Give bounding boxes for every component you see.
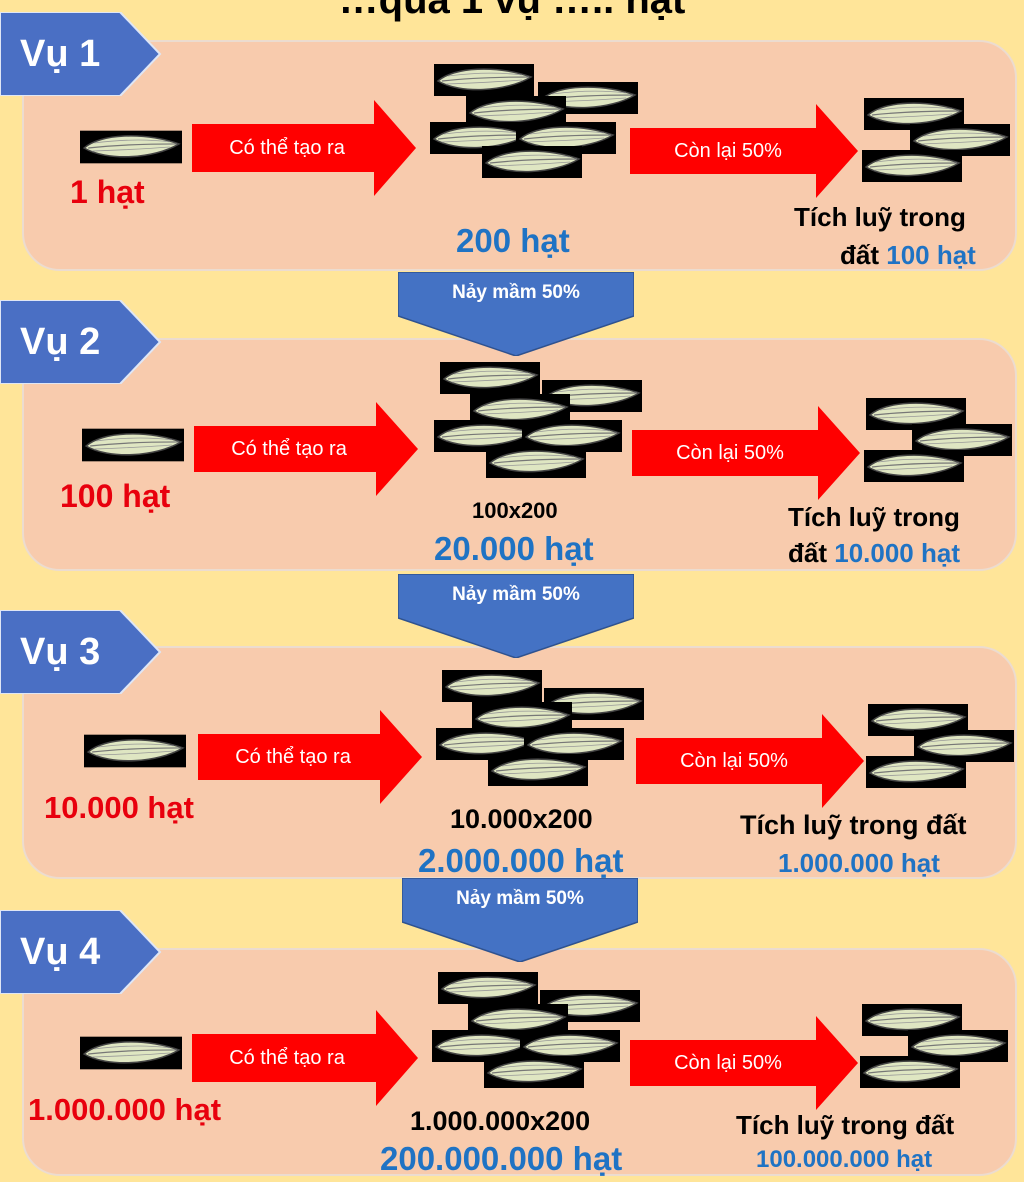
remaining-seeds-cluster <box>866 704 1016 792</box>
accumulated-count: 100.000.000 hạt <box>756 1146 933 1173</box>
remaining-seeds-cluster <box>862 98 1012 186</box>
produce-arrow-label: Có thể tạo ra <box>231 437 347 460</box>
produced-seeds-cluster <box>434 362 644 474</box>
formula: 10.000x200 <box>450 804 593 834</box>
accumulated-label: Tích luỹ trong <box>788 502 960 532</box>
seed-icon <box>488 754 588 786</box>
germination-arrow-2: Nảy mầm 50% <box>398 574 634 658</box>
accumulated-line: đất 100 hạt <box>840 240 976 271</box>
accumulated-count: 10.000 hạt <box>834 538 960 568</box>
produce-arrow-label: Có thể tạo ra <box>229 1046 345 1069</box>
start-count: 1.000.000 hạt <box>28 1092 222 1127</box>
page-title: …qua 1 vụ ….. hạt <box>338 0 686 22</box>
seed-icon <box>862 150 962 182</box>
produced-seeds-cluster <box>436 670 646 782</box>
start-count: 1 hạt <box>70 174 145 210</box>
produced-count: 20.000 hạt <box>434 530 594 567</box>
produced-count: 2.000.000 hạt <box>418 842 624 879</box>
seed-icon <box>80 130 182 164</box>
germination-arrow-3: Nảy mầm 50% <box>402 878 638 962</box>
season-panel-2: 100 hạt Có thể tạo ra 100x200 20.000 hạt… <box>22 338 1017 571</box>
seed-icon <box>486 446 586 478</box>
produced-count: 200.000.000 hạt <box>380 1140 623 1177</box>
seed-icon <box>82 428 184 462</box>
accumulated-count: 1.000.000 hạt <box>778 848 940 878</box>
remain-arrow: Còn lại 50% <box>630 1016 858 1110</box>
season-tag-4: Vụ 4 <box>0 910 162 994</box>
germination-label: Nảy mầm 50% <box>456 888 584 909</box>
remain-arrow-label: Còn lại 50% <box>674 1051 782 1074</box>
seed-icon <box>80 1036 182 1070</box>
germination-label: Nảy mầm 50% <box>452 584 580 605</box>
remaining-seeds-cluster <box>860 1004 1010 1092</box>
season-panel-4: 1.000.000 hạt Có thể tạo ra 1.000.000x20… <box>22 948 1017 1177</box>
remaining-seeds-cluster <box>864 398 1014 486</box>
remain-arrow-label: Còn lại 50% <box>680 749 788 772</box>
seed-icon <box>438 972 538 1004</box>
produce-arrow: Có thể tạo ra <box>198 710 422 804</box>
accumulated-count: 100 hạt <box>886 240 976 270</box>
season-tag-label: Vụ 1 <box>20 32 101 75</box>
produce-arrow: Có thể tạo ra <box>192 100 416 196</box>
season-tag-1: Vụ 1 <box>0 12 162 96</box>
accumulated-label-2: đất <box>788 538 827 568</box>
season-tag-label: Vụ 3 <box>20 630 101 673</box>
start-count: 10.000 hạt <box>44 790 194 825</box>
accumulated-label: Tích luỹ trong <box>794 202 966 232</box>
season-tag-3: Vụ 3 <box>0 610 162 694</box>
remain-arrow-label: Còn lại 50% <box>676 441 784 464</box>
accumulated-label-2: đất <box>840 240 879 270</box>
produce-arrow-label: Có thể tạo ra <box>229 136 345 159</box>
seed-icon <box>864 450 964 482</box>
start-count: 100 hạt <box>60 478 171 514</box>
remain-arrow: Còn lại 50% <box>632 406 860 500</box>
seed-icon <box>434 64 534 96</box>
remain-arrow: Còn lại 50% <box>636 714 864 808</box>
seed-icon <box>84 734 186 768</box>
season-tag-label: Vụ 2 <box>20 320 101 363</box>
remain-arrow-label: Còn lại 50% <box>674 139 782 162</box>
accumulated-label: Tích luỹ trong đất <box>740 810 967 840</box>
season-panel-1: 1 hạt Có thể tạo ra 200 hạt Còn lại 50% … <box>22 40 1017 271</box>
seed-icon <box>482 146 582 178</box>
seed-icon <box>866 756 966 788</box>
produce-arrow-label: Có thể tạo ra <box>235 745 351 768</box>
seed-icon <box>484 1056 584 1088</box>
produced-seeds-cluster <box>432 972 642 1084</box>
formula: 100x200 <box>472 498 558 523</box>
accumulated-label: Tích luỹ trong đất <box>736 1110 955 1140</box>
seed-icon <box>440 362 540 394</box>
season-panel-3: 10.000 hạt Có thể tạo ra 10.000x200 2.00… <box>22 646 1017 879</box>
germination-label: Nảy mầm 50% <box>452 282 580 303</box>
produce-arrow: Có thể tạo ra <box>194 402 418 496</box>
produced-count: 200 hạt <box>456 222 570 259</box>
produce-arrow: Có thể tạo ra <box>192 1010 418 1106</box>
seed-icon <box>442 670 542 702</box>
seed-icon <box>860 1056 960 1088</box>
produced-seeds-cluster <box>430 64 640 176</box>
season-tag-2: Vụ 2 <box>0 300 162 384</box>
remain-arrow: Còn lại 50% <box>630 104 858 198</box>
germination-arrow-1: Nảy mầm 50% <box>398 272 634 356</box>
season-tag-label: Vụ 4 <box>20 930 101 973</box>
formula: 1.000.000x200 <box>410 1106 591 1136</box>
accumulated-line: đất 10.000 hạt <box>788 538 960 569</box>
